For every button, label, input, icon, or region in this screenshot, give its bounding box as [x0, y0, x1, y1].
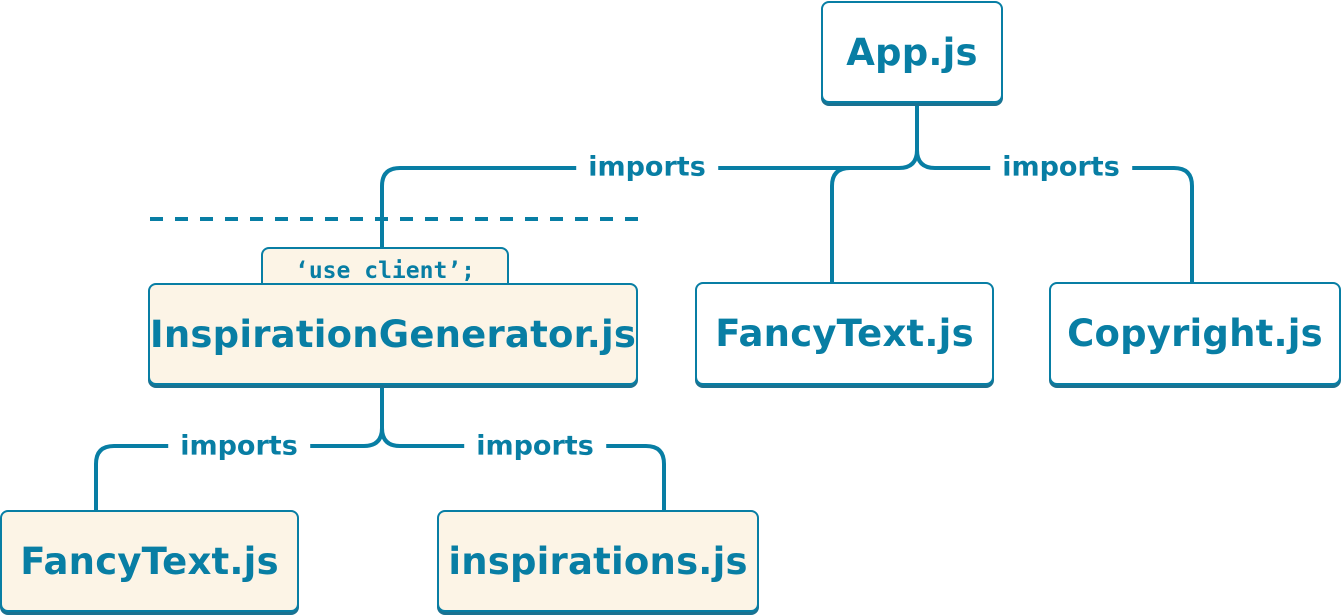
node-inspiration-generator-label: InspirationGenerator.js — [149, 312, 637, 356]
use-client-directive-tab: ‘use client’; — [261, 247, 509, 287]
node-app-label: App.js — [846, 30, 978, 74]
node-fancytext-server: FancyText.js — [695, 282, 994, 385]
edge-label-app-copyright: imports — [990, 151, 1132, 183]
node-inspiration-generator: InspirationGenerator.js — [148, 283, 638, 385]
node-fancytext-client-label: FancyText.js — [20, 539, 279, 583]
node-inspirations-label: inspirations.js — [448, 539, 748, 583]
use-client-directive-text: ‘use client’; — [294, 258, 475, 284]
edge-label-app-inspiration: imports — [576, 151, 718, 183]
edge-app-right — [915, 148, 1194, 284]
edge-app-fancytext — [830, 166, 852, 284]
node-inspirations: inspirations.js — [437, 510, 759, 612]
node-fancytext-client: FancyText.js — [0, 510, 299, 612]
edge-label-inspiration-fancytext: imports — [168, 430, 310, 462]
node-fancytext-server-label: FancyText.js — [715, 312, 974, 355]
node-copyright-label: Copyright.js — [1067, 312, 1323, 355]
edge-label-inspiration-inspirations: imports — [464, 430, 606, 462]
edge-inspiration-right — [380, 426, 666, 512]
node-app: App.js — [821, 1, 1003, 103]
node-copyright: Copyright.js — [1049, 282, 1341, 385]
